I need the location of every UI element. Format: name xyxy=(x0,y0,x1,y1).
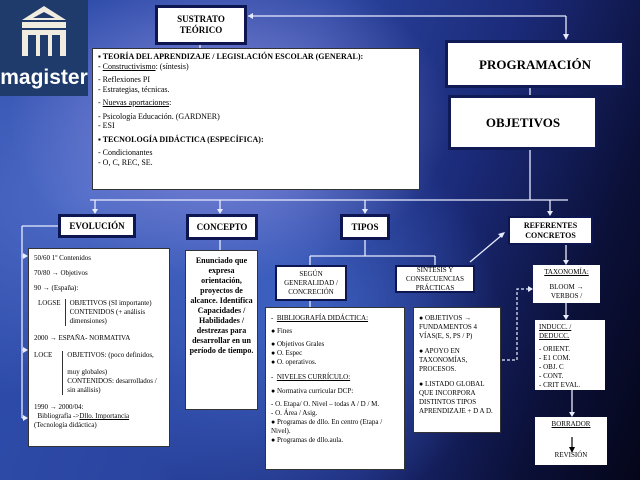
inducc-box: INDUCC. / DEDUCC. - ORIENT. - E1 COM. - … xyxy=(535,320,605,390)
evolucion-line: 1990 → 2000/04: xyxy=(34,403,84,411)
tipos-box: TIPOS xyxy=(340,214,390,240)
borrador-box: BORRADOR REVISIÓN xyxy=(535,417,607,465)
revision-text: REVISIÓN xyxy=(554,451,588,459)
referentes-box: REFERENTES CONCRETOS xyxy=(508,216,593,245)
loce-line: CONTENIDOS: desarrollados / sin análisis… xyxy=(67,377,157,394)
inducc-title: INDUCC. / DEDUCC. xyxy=(539,323,572,340)
concepto-content: Enunciado que expresa orientación, proye… xyxy=(185,250,258,410)
tipos-title: TIPOS xyxy=(351,221,379,232)
niveles-item: ● Programas de dllo.aula. xyxy=(271,436,344,444)
segun-box: SEGÚN GENERALIDAD / CONCRECIÓN xyxy=(275,265,347,301)
sintesis-item: ● APOYO EN TAXONOMÍAS, PROCESOS. xyxy=(419,347,468,373)
biblio-item: ● Objetivos Grales xyxy=(271,340,325,348)
evolucion-line: 50/60 1º Contenidos xyxy=(34,254,92,262)
referentes-title: REFERENTES CONCRETOS xyxy=(523,220,578,240)
logo-text: magister xyxy=(0,66,88,89)
evolucion-line: 2000 → ESPAÑA- NORMATIVA xyxy=(34,334,131,342)
objetivos-box: OBJETIVOS xyxy=(448,95,598,150)
sintesis-content: ● OBJETIVOS → FUNDAMENTOS 4 VÍAS(E, S, P… xyxy=(413,307,501,433)
theory-item: - ESI xyxy=(98,121,115,130)
biblio-heading: - BIBLIOGRAFÍA DIDÁCTICA: xyxy=(271,314,369,322)
sintesis-title: SÍNTESIS Y CONSECUENCIAS PRÁCTICAS xyxy=(406,265,464,292)
theory-item: - Estrategias, técnicas. xyxy=(98,84,170,94)
inducc-item: - ORIENT. xyxy=(539,345,570,353)
theory-item: - Nuevas aportaciones: xyxy=(98,98,172,107)
taxonomia-title: TAXONOMÍA: xyxy=(544,268,589,276)
building-icon xyxy=(22,6,66,56)
theory-box: ▪ TEORÍA DEL APRENDIZAJE / LEGISLACIÓN E… xyxy=(92,48,420,190)
evolucion-box: EVOLUCIÓN xyxy=(58,214,136,238)
biblio-item: ● O. Espec xyxy=(271,349,303,357)
evolucion-line: (Tecnología didáctica) xyxy=(34,421,97,429)
evolucion-line: Bibliografía ->Dllo. Importancia xyxy=(37,412,130,420)
evolucion-line: 70/80 → Objetivos xyxy=(34,269,88,277)
theory-item: - O, C, REC, SE. xyxy=(98,157,153,167)
concepto-box: CONCEPTO xyxy=(186,214,258,240)
concepto-text: Enunciado que expresa orientación, proye… xyxy=(189,256,254,355)
biblio-item: ● O. operativos. xyxy=(271,358,317,366)
evolucion-line: 90 → (España): xyxy=(34,284,79,292)
sustrato-title: SUSTRATO xyxy=(177,14,225,24)
sintesis-box: SÍNTESIS Y CONSECUENCIAS PRÁCTICAS xyxy=(395,265,475,293)
segun-title: SEGÚN GENERALIDAD / CONCRECIÓN xyxy=(284,269,338,296)
concepto-title: CONCEPTO xyxy=(196,221,248,232)
logse-block: LOGSE OBJETIVOS (SI importante) CONTENID… xyxy=(34,299,164,326)
borrador-title: BORRADOR xyxy=(551,420,591,428)
niveles-item: - O. Etapa/ O. Nivel – todas A / D / M. xyxy=(271,400,380,408)
programacion-title: PROGRAMACIÓN xyxy=(479,56,591,72)
biblio-item: ● Fines xyxy=(271,327,293,335)
inducc-item: - CRIT EVAL. xyxy=(539,381,581,389)
theory-heading-2: ▪ TECNOLOGÍA DIDÁCTICA (ESPECÍFICA): xyxy=(98,134,264,144)
bibliografia-box: - BIBLIOGRAFÍA DIDÁCTICA: ● Fines ● Obje… xyxy=(265,307,405,470)
theory-item: - Reflexiones PI xyxy=(98,75,150,84)
evolucion-title: EVOLUCIÓN xyxy=(69,220,125,231)
loce-block: LOCE OBJETIVOS: (poco definidos, muy glo… xyxy=(34,351,164,395)
niveles-item: - O. Área / Asig. xyxy=(271,409,318,417)
inducc-item: - E1 COM. xyxy=(539,354,571,362)
niveles-heading: - NIVELES CURRÍCULO: xyxy=(271,373,351,381)
niveles-item: ● Normativa curricular DCP: xyxy=(271,387,354,395)
programacion-box: PROGRAMACIÓN xyxy=(445,40,625,88)
theory-heading-1: ▪ TEORÍA DEL APRENDIZAJE / LEGISLACIÓN E… xyxy=(98,52,364,61)
taxonomia-box: TAXONOMÍA: BLOOM → VERBOS / xyxy=(533,265,600,303)
logse-line: OBJETIVOS (SI importante) xyxy=(69,299,152,307)
loce-label: LOCE xyxy=(34,351,53,359)
sustrato-title-2: TEÓRICO xyxy=(179,25,223,35)
logse-line: CONTENIDOS (+ análisis dimensiones) xyxy=(69,308,146,325)
inducc-item: - OBJ. C xyxy=(539,363,564,371)
theory-item: - Psicología Educación. (GARDNER) xyxy=(98,111,220,121)
sintesis-item: ● LISTADO GLOBAL QUE INCORPORA DISTINTOS… xyxy=(419,380,493,415)
inducc-item: - CONT. xyxy=(539,372,564,380)
niveles-item: ● Programas de dllo. En centro (Etapa / … xyxy=(271,418,383,435)
logse-label: LOGSE xyxy=(38,299,61,307)
theory-item: - Condicionantes xyxy=(98,148,153,157)
bloom-text: BLOOM → VERBOS / xyxy=(549,283,584,300)
magister-logo: magister xyxy=(0,0,88,96)
objetivos-title: OBJETIVOS xyxy=(485,115,561,130)
sintesis-item: ● OBJETIVOS → FUNDAMENTOS 4 VÍAS(E, S, P… xyxy=(419,314,478,340)
loce-line: muy globales) xyxy=(67,368,108,376)
loce-line: OBJETIVOS: (poco definidos, xyxy=(67,351,154,359)
evolucion-content: 50/60 1º Contenidos 70/80 → Objetivos 90… xyxy=(28,248,170,447)
theory-item: - Constructivismo: (síntesis) xyxy=(98,61,189,71)
